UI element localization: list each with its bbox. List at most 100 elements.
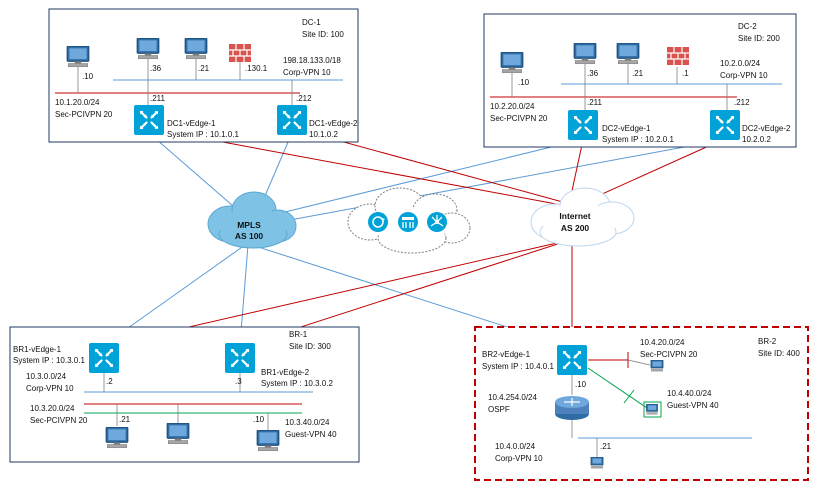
dc1-edge1-name: DC1-vEdge-1	[167, 119, 216, 128]
dc2-vedge1-router-icon[interactable]	[568, 110, 598, 140]
internet-as: AS 200	[561, 223, 590, 233]
internet-cloud: Internet AS 200	[530, 187, 635, 247]
link-dc2e2-mpls	[289, 139, 723, 221]
dc1-vedge2-router-icon[interactable]	[277, 105, 307, 135]
br2-box	[474, 326, 809, 481]
vsmart-icon	[427, 212, 447, 232]
br2-guest-subnet: 10.4.40.0/24	[667, 389, 712, 398]
dc2-host-21-icon	[616, 43, 640, 65]
br1-edge2-sysip: System IP : 10.3.0.2	[261, 379, 333, 388]
br1-host-21-label: .21	[119, 415, 131, 424]
dc1-edge2-name: DC1-vEdge-2	[309, 119, 358, 128]
dc2-host-21-label: .21	[632, 69, 644, 78]
dc1-edge2-ip: .212	[296, 94, 312, 103]
dc1-host-130-label: .130.1	[245, 64, 268, 73]
dc1-sec-vpn: Sec-PCIVPN 20	[55, 110, 113, 119]
link-dc1e1-mpls	[148, 132, 241, 213]
dc1-sec-subnet: 10.1.20.0/24	[55, 98, 100, 107]
br2-title: BR-2	[758, 337, 777, 346]
br1-corp-subnet: 10.3.0.0/24	[26, 372, 67, 381]
br1-edge1-sysip: System IP : 10.3.0.1	[13, 356, 85, 365]
br2-site-id: Site ID: 400	[758, 349, 800, 358]
dc2-edge1-sysip: System IP : 10.2.0.1	[602, 135, 674, 144]
br2-sec-subnet: 10.4.20.0/24	[640, 338, 685, 347]
br2-ospf-label: OSPF	[488, 405, 510, 414]
dc1-host-36-icon	[136, 38, 160, 60]
link-dc1e1-inet	[157, 129, 568, 207]
dc1-host-36-label: .36	[150, 64, 162, 73]
dc1-edge1-sysip: System IP : 10.1.0.1	[167, 130, 239, 139]
controller-cloud	[347, 187, 471, 254]
link-dc2e1-mpls	[284, 139, 581, 213]
br1-host-21-icon	[105, 427, 129, 449]
dc2-edge2-ip: .212	[734, 98, 750, 107]
br1-edge2-ip: .3	[235, 377, 242, 386]
br2-guest-link	[587, 367, 651, 411]
dc2-site-id: Site ID: 200	[738, 34, 780, 43]
site-dc1: DC-1 Site ID: 100 .10 .36 .21 .130.1 198…	[48, 8, 359, 143]
dc2-corp-vpn: Corp-VPN 10	[720, 71, 768, 80]
dc2-host-36-icon	[573, 43, 597, 65]
dc1-site-id: Site ID: 100	[302, 30, 344, 39]
br1-guest-vpn: Guest-VPN 40	[285, 430, 337, 439]
dc2-vedge2-router-icon[interactable]	[710, 110, 740, 140]
br1-host-10-label: .10	[253, 415, 265, 424]
br1-corp-vpn: Corp-VPN 10	[26, 384, 74, 393]
dc2-sec-vpn: Sec-PCIVPN 20	[490, 114, 548, 123]
dc2-edge2-name: DC2-vEdge-2	[742, 124, 791, 133]
br2-edge1-name: BR2-vEdge-1	[482, 350, 531, 359]
dc1-host-10-label: .10	[82, 72, 94, 81]
br2-host-21-label: .21	[600, 442, 612, 451]
br2-guest-vpn: Guest-VPN 40	[667, 401, 719, 410]
dc2-corp-subnet: 10.2.0.0/24	[720, 59, 761, 68]
dc1-corp-subnet: 198.18.133.0/18	[283, 56, 341, 65]
site-br2: BR-2 Site ID: 400 BR2-vEdge-1 System IP …	[474, 326, 809, 481]
dc1-vedge1-router-icon[interactable]	[134, 105, 164, 135]
dc2-host-1-label: .1	[682, 69, 689, 78]
br2-vedge1-router-icon[interactable]	[557, 345, 587, 375]
br1-sec-subnet: 10.3.20.0/24	[30, 404, 75, 413]
vbond-icon	[398, 212, 418, 232]
dc2-edge1-name: DC2-vEdge-1	[602, 124, 651, 133]
dc2-firewall-icon	[667, 47, 689, 65]
br1-vedge1-router-icon[interactable]	[89, 343, 119, 373]
br1-box	[9, 326, 360, 463]
br1-host-10-icon	[256, 430, 280, 452]
dc1-edge1-ip: .211	[150, 94, 166, 103]
br1-host-icon	[166, 423, 190, 445]
br2-edge-ip: .10	[575, 380, 587, 389]
dc1-corp-vpn: Corp-VPN 10	[283, 68, 331, 77]
br1-sec-vpn: Sec-PCIVPN 20	[30, 416, 88, 425]
dc1-title: DC-1	[302, 18, 321, 27]
br2-corp-vpn: Corp-VPN 10	[495, 454, 543, 463]
br1-edge2-name: BR1-vEdge-2	[261, 368, 310, 377]
br2-edge1-sysip: System IP : 10.4.0.1	[482, 362, 554, 371]
dc1-edge2-sysip: 10.1.0.2	[309, 130, 338, 139]
br1-guest-subnet: 10.3.40.0/24	[285, 418, 330, 427]
br1-site-id: Site ID: 300	[289, 342, 331, 351]
mpls-cloud: MPLS AS 100	[207, 191, 297, 249]
br2-corp-subnet: 10.4.0.0/24	[495, 442, 536, 451]
site-br1: BR-1 Site ID: 300 BR1-vEdge-1 System IP …	[9, 326, 360, 463]
dc2-host-10-icon	[500, 52, 524, 74]
vmanage-icon	[368, 212, 388, 232]
dc2-edge2-sysip: 10.2.0.2	[742, 135, 771, 144]
dc2-title: DC-2	[738, 22, 757, 31]
br1-vedge2-router-icon[interactable]	[225, 343, 255, 373]
dc2-box	[483, 13, 797, 148]
dc2-sec-subnet: 10.2.20.0/24	[490, 102, 535, 111]
dc2-host-36-label: .36	[587, 69, 599, 78]
br2-ospf-subnet: 10.4.254.0/24	[488, 393, 537, 402]
site-dc2: DC-2 Site ID: 200 .10 .36 .21 .1 10.2.0.…	[483, 13, 797, 148]
br2-host-21-icon	[590, 457, 604, 469]
mpls-name: MPLS	[237, 220, 261, 230]
dc1-host-10-icon	[66, 46, 90, 68]
br1-edge1-ip: .2	[106, 377, 113, 386]
dc1-host-21-icon	[184, 38, 208, 60]
dc2-host-10-label: .10	[518, 78, 530, 87]
br2-sec-host-icon	[650, 360, 664, 372]
dc1-host-21-label: .21	[198, 64, 210, 73]
br1-edge1-name: BR1-vEdge-1	[13, 345, 62, 354]
br1-title: BR-1	[289, 330, 308, 339]
